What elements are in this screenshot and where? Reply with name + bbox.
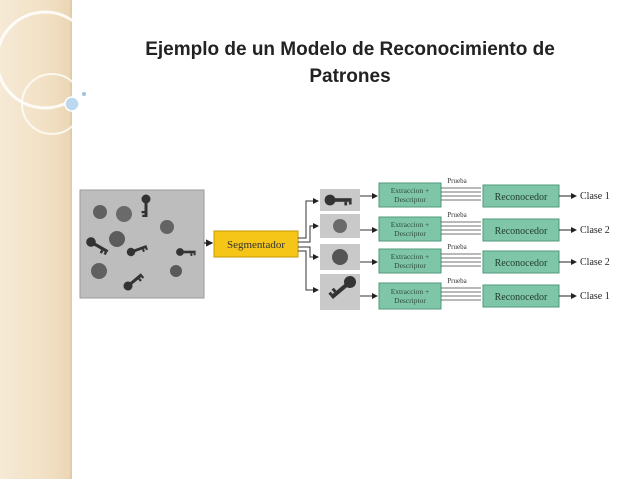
recognizer-label: Reconocedor: [495, 258, 548, 269]
feature-block: [378, 182, 442, 208]
pipeline-row-1: Extraccion + Descriptor Prueba Reconoced…: [360, 177, 610, 208]
feature-block: [378, 248, 442, 274]
segmenter-label: Segmentador: [227, 239, 285, 251]
link-label: Prueba: [447, 243, 467, 251]
feature-block: [378, 282, 442, 310]
feature-label: Extraccion +: [391, 287, 430, 296]
feature-label: Descriptor: [394, 195, 426, 204]
input-objects-image: [79, 189, 205, 299]
output-class-label: Clase 1: [580, 191, 610, 202]
recognizer-label: Reconocedor: [495, 292, 548, 303]
coin-icon: [333, 219, 347, 233]
pipeline-row-4: Extraccion + Descriptor Prueba Reconoced…: [360, 277, 610, 310]
pipeline-row-3: Extraccion + Descriptor Prueba Reconoced…: [360, 243, 610, 274]
slide-title: Ejemplo de un Modelo de Reconocimiento d…: [110, 36, 590, 90]
link-label: Prueba: [447, 177, 467, 185]
slide-title-line-2: Patrones: [309, 66, 391, 87]
link-label: Prueba: [447, 277, 467, 285]
feature-block: [378, 216, 442, 242]
feature-label: Descriptor: [394, 261, 426, 270]
decorative-ring-icon: [0, 10, 95, 135]
side-decoration-band: [0, 0, 72, 479]
coin-icon: [91, 205, 182, 279]
output-class-label: Clase 2: [580, 257, 610, 268]
feature-label: Extraccion +: [391, 252, 430, 261]
feature-label: Extraccion +: [391, 220, 430, 229]
recognizer-label: Reconocedor: [495, 226, 548, 237]
feature-label: Descriptor: [394, 229, 426, 238]
coin-icon: [332, 249, 348, 265]
slide-title-line-1: Ejemplo de un Modelo de Reconocimiento d…: [145, 39, 555, 60]
side-band-edge: [70, 0, 72, 479]
segmented-object-thumbnails: [320, 189, 360, 310]
recognizer-label: Reconocedor: [495, 192, 548, 203]
feature-label: Descriptor: [394, 296, 426, 305]
output-class-label: Clase 1: [580, 291, 610, 302]
segmenter-block: [213, 230, 299, 258]
feature-label: Extraccion +: [391, 186, 430, 195]
output-class-label: Clase 2: [580, 225, 610, 236]
segmenter-fanout: [298, 198, 319, 293]
pipeline-row-2: Extraccion + Descriptor Prueba Reconoced…: [360, 211, 610, 242]
link-label: Prueba: [447, 211, 467, 219]
